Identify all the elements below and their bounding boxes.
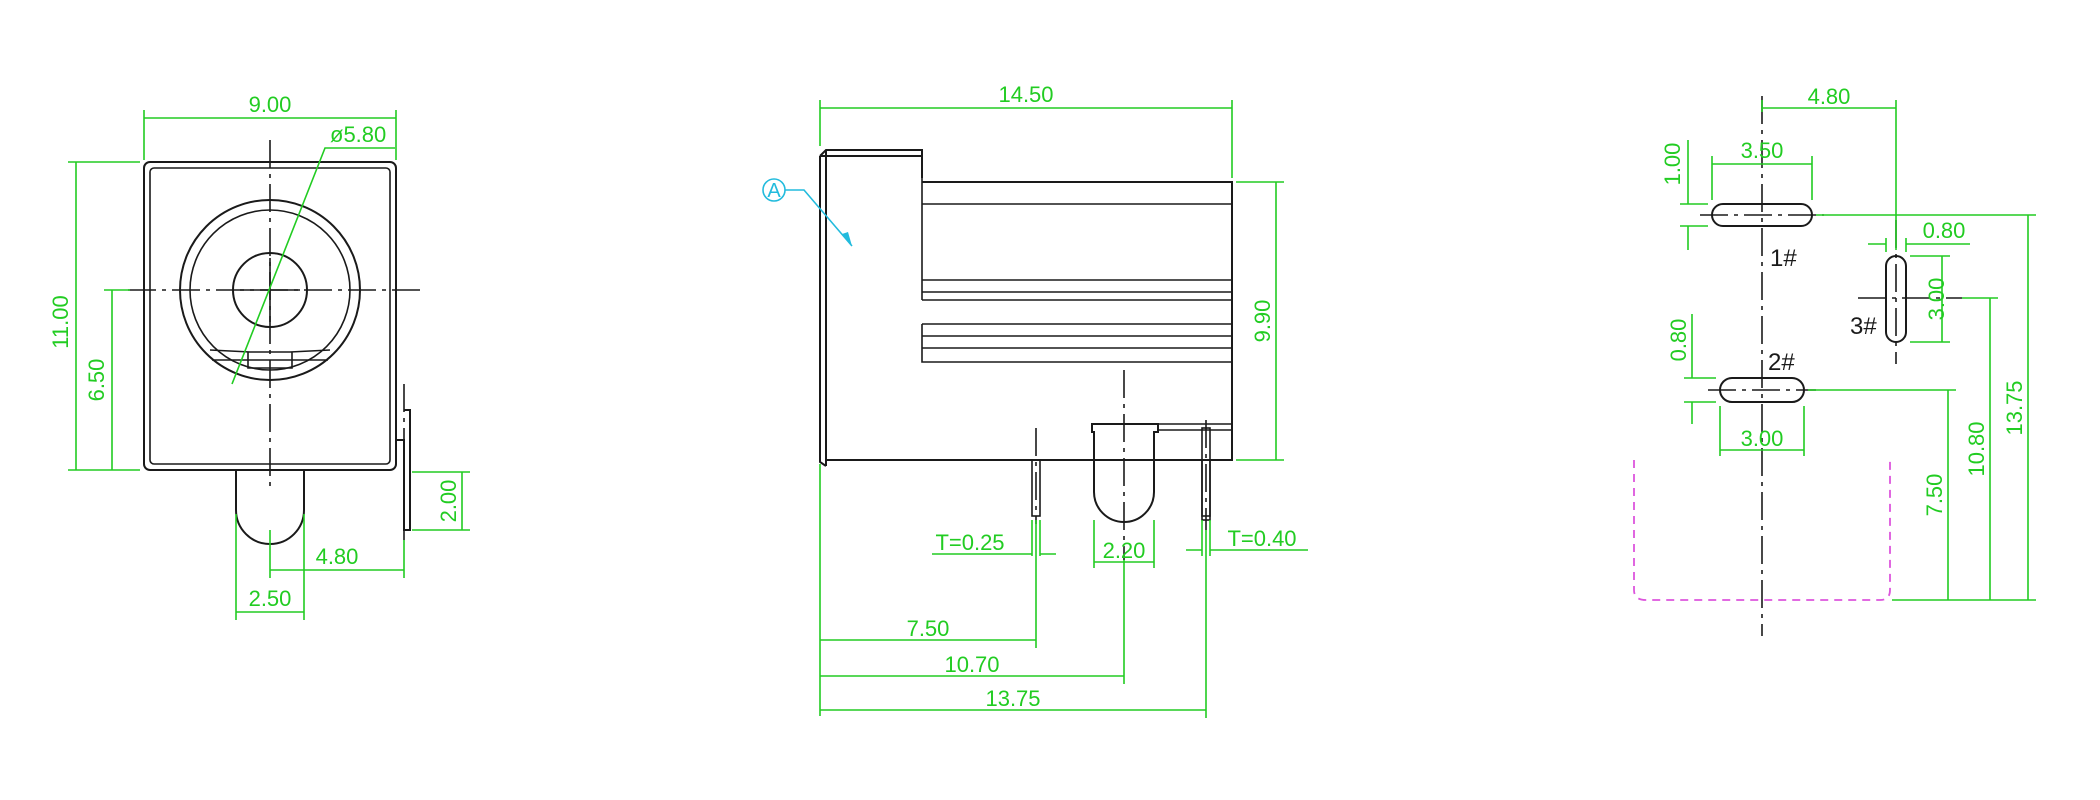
dim-length-line [819, 100, 1233, 178]
dim-y2-line [1962, 297, 1998, 600]
side-flange-top [819, 149, 923, 178]
dim-pin-width-line [235, 514, 305, 620]
side-bottom-lines [1158, 423, 1232, 431]
dim-slot1-length: 3.50 [1741, 138, 1784, 163]
dim-pin1-thickness-line [932, 520, 1056, 556]
dim-pin-width: 2.50 [249, 586, 292, 611]
dim-height: 11.00 [48, 295, 73, 348]
dim-pin-distance-line [269, 530, 405, 578]
dim-dist1-line [820, 520, 1037, 648]
dim-body-height-line [1236, 181, 1284, 461]
dim-pin-distance: 4.80 [316, 544, 359, 569]
body-ghost-outline [1633, 460, 1891, 601]
dim-slot1-height-line [1680, 140, 1708, 250]
dim-slot2-length-line [1719, 406, 1805, 456]
dim-dist3-line [820, 530, 1207, 718]
dim-pitch: 4.80 [1808, 84, 1851, 109]
dim-diameter-leader [231, 147, 395, 385]
pin2-label: 2# [1768, 349, 1795, 376]
dim-dist2-line [820, 560, 1125, 684]
slot-3 [1885, 255, 1907, 343]
dim-y1: 7.50 [1922, 474, 1947, 517]
dim-slot2-length: 3.00 [1741, 426, 1784, 451]
side-pin2 [1091, 423, 1159, 523]
callout-label: A [767, 180, 781, 202]
dim-slot3-width: 0.80 [1923, 218, 1966, 243]
side-flange-front [819, 156, 827, 467]
dim-dist1: 7.50 [907, 616, 950, 641]
dim-slot3-width-line [1868, 238, 1970, 252]
dim-slot1-height: 1.00 [1660, 143, 1685, 186]
dim-y3: 13.75 [2002, 380, 2027, 435]
dim-diameter: ø5.80 [330, 122, 386, 147]
dim-pin-offset-line [412, 471, 470, 531]
dim-slot2-height-line [1684, 314, 1716, 424]
dim-dist2: 10.70 [944, 652, 999, 677]
dim-pin1-thickness: T=0.25 [935, 530, 1004, 555]
dim-center-height-line [104, 289, 130, 470]
pcb-footprint: 1# 2# 3# 4.80 1.00 3.50 0.80 3.00 0.80 3… [1633, 84, 2036, 636]
front-view: 9.00 ø5.80 11.00 6.50 2.00 4.80 2.50 [48, 92, 470, 620]
dim-slot2-height: 0.80 [1666, 319, 1691, 362]
dim-pitch-line [1761, 100, 1897, 250]
dim-length: 14.50 [998, 82, 1053, 107]
dim-y2: 10.80 [1964, 421, 1989, 476]
side-rib [921, 323, 1232, 363]
dim-center-height: 6.50 [84, 359, 109, 402]
dim-pin2-width: 2.20 [1103, 538, 1146, 563]
pin3-label: 3# [1850, 313, 1877, 340]
dim-pin3-thickness-line [1186, 520, 1308, 556]
dim-y3-line [1816, 214, 2036, 600]
callout-leader [785, 189, 853, 247]
dim-slot3-length-line [1910, 255, 1950, 343]
dim-y1-line [1808, 389, 1956, 600]
dim-body-height: 9.90 [1250, 300, 1275, 343]
dim-dist3: 13.75 [985, 686, 1040, 711]
dim-width: 9.00 [249, 92, 292, 117]
callout-arrow [842, 232, 852, 246]
dim-height-line [68, 161, 140, 471]
side-body-outline [826, 181, 1233, 461]
front-side-tab [396, 409, 411, 531]
dim-slot1-length-line [1711, 156, 1813, 200]
dim-pin-offset: 2.00 [436, 480, 461, 523]
dim-pin3-thickness: T=0.40 [1227, 526, 1296, 551]
dim-width-line [143, 110, 397, 160]
pin1-label: 1# [1770, 245, 1797, 272]
side-view: A 14.50 9.90 T=0.25 2.20 T=0.40 7.50 10.… [762, 82, 1308, 718]
dim-slot3-length: 3.00 [1924, 278, 1949, 321]
